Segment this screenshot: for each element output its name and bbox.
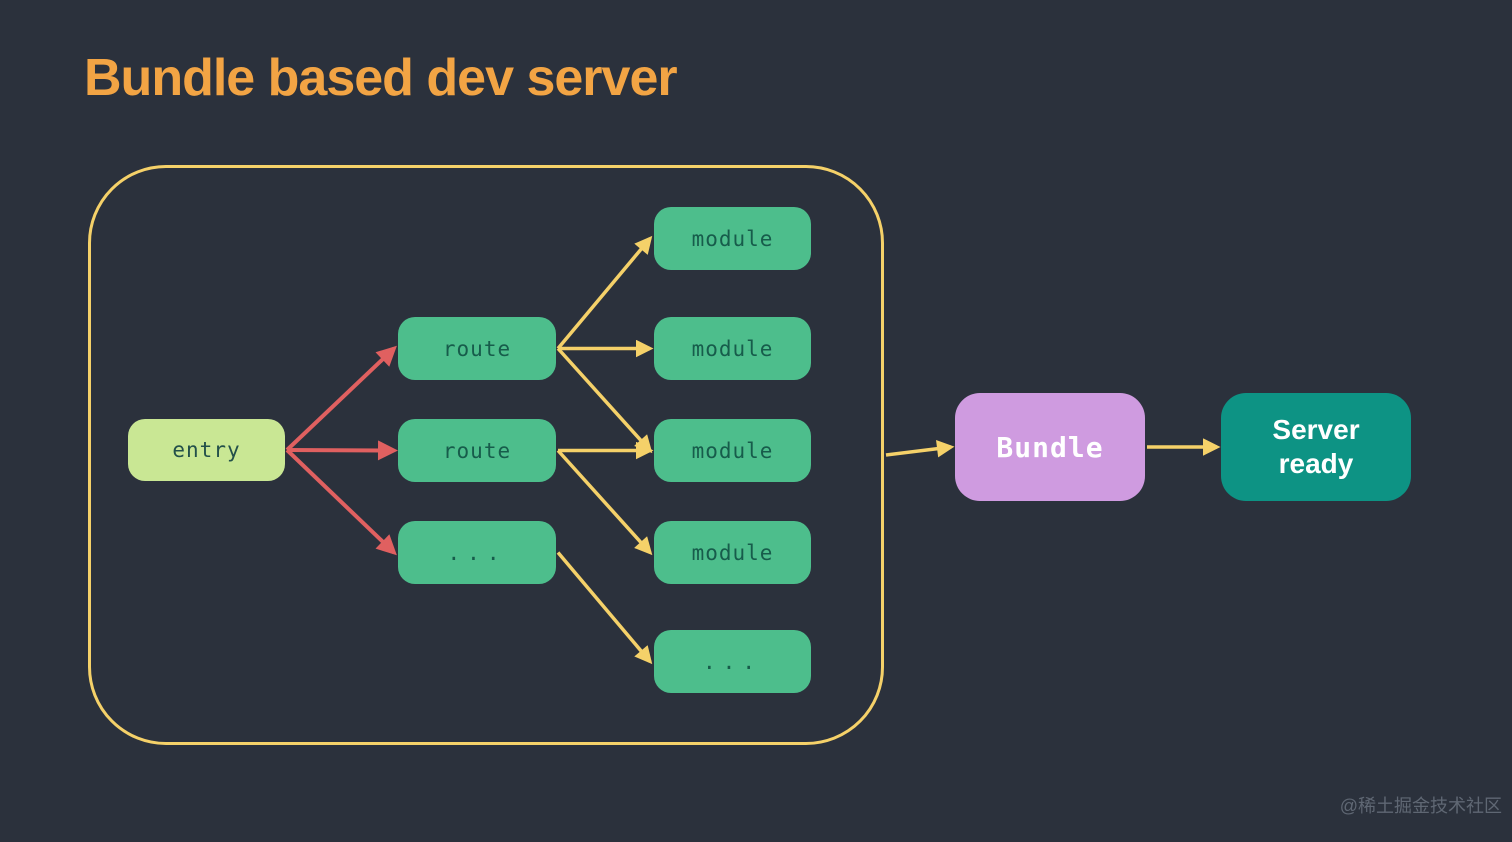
node-label: module bbox=[691, 540, 774, 565]
node-label: entry bbox=[172, 438, 241, 462]
node-route-1: route bbox=[398, 317, 556, 380]
node-label: Bundle bbox=[996, 430, 1104, 464]
node-label: module bbox=[691, 336, 774, 361]
node-label: module bbox=[691, 438, 774, 463]
node-label: ... bbox=[703, 649, 762, 674]
node-bundle: Bundle bbox=[955, 393, 1145, 501]
node-server-ready: Server ready bbox=[1221, 393, 1411, 501]
node-label: module bbox=[691, 226, 774, 251]
node-label: route bbox=[442, 336, 512, 361]
node-label: route bbox=[442, 438, 512, 463]
watermark-text: @稀土掘金技术社区 bbox=[1339, 796, 1502, 816]
node-module-1: module bbox=[654, 207, 811, 270]
node-route-2: route bbox=[398, 419, 556, 482]
node-module-4: module bbox=[654, 521, 811, 584]
node-entry: entry bbox=[128, 419, 285, 481]
node-module-2: module bbox=[654, 317, 811, 380]
dev-server-boundary bbox=[88, 165, 884, 745]
page-title: Bundle based dev server bbox=[84, 49, 678, 107]
edge-boundary-bundle bbox=[885, 440, 955, 458]
node-label: Server ready bbox=[1272, 413, 1360, 479]
node-module-3: module bbox=[654, 419, 811, 482]
node-module-ellipsis: ... bbox=[654, 630, 811, 693]
node-label: ... bbox=[447, 540, 507, 565]
node-route-ellipsis: ... bbox=[398, 521, 556, 584]
